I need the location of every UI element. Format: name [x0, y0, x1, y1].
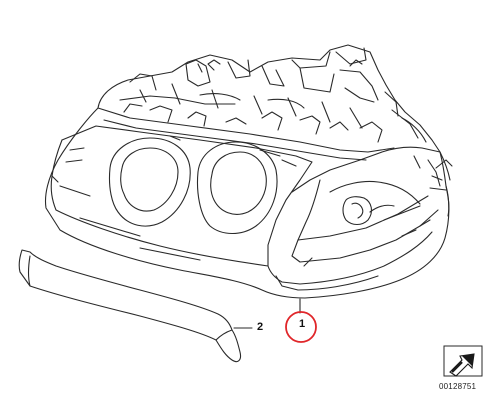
headlight-rear-housing [97, 44, 441, 153]
arrow-pointer-icon [443, 345, 483, 377]
trim-strip-part-2 [18, 249, 242, 363]
callout-number-2: 2 [257, 321, 264, 333]
headlight-assembly [44, 107, 453, 299]
callout-number-1: 1 [298, 318, 306, 330]
callout-1-highlight-circle [285, 311, 317, 343]
diagram-reference-code: 00128751 [439, 382, 477, 391]
